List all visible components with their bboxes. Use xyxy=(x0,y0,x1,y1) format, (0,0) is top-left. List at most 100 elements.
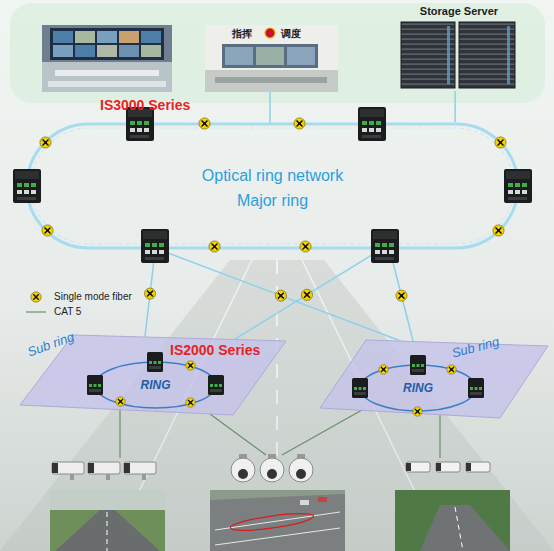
road-photo xyxy=(230,510,315,534)
node-text: Major ring xyxy=(237,192,308,210)
node-text: Storage Server xyxy=(420,5,498,17)
is2000-switch xyxy=(147,352,163,372)
storage-rack xyxy=(459,22,515,88)
legend-sample xyxy=(24,305,48,319)
video-wall-photo xyxy=(48,81,166,87)
video-wall-photo xyxy=(119,31,139,43)
dome-camera xyxy=(289,458,313,482)
bullet-camera xyxy=(466,462,490,472)
road-photo xyxy=(420,505,510,551)
is2000-switch xyxy=(410,355,426,375)
ring-loop: RING xyxy=(93,360,218,410)
fiber-marker xyxy=(116,397,125,406)
road-photo xyxy=(50,490,165,551)
cat5-wire xyxy=(120,410,440,458)
fiber-marker xyxy=(300,241,311,252)
node-text: RING xyxy=(141,378,171,392)
fiber-marker xyxy=(493,225,504,236)
fiber-link xyxy=(234,250,380,340)
road-photo xyxy=(215,512,340,545)
storage-rack xyxy=(401,22,455,88)
fiber-link xyxy=(160,250,401,341)
storage-rack xyxy=(401,22,515,88)
bullet-camera xyxy=(406,463,411,471)
dome-camera xyxy=(238,469,248,479)
video-wall-photo xyxy=(53,45,73,57)
edge-group xyxy=(144,91,455,341)
bullet-camera xyxy=(436,463,441,471)
cat5-wire xyxy=(119,410,120,458)
sub-ring-plane-outline xyxy=(318,338,550,420)
sub-ring-plane: Sub ringRING xyxy=(318,338,550,420)
fiber-marker xyxy=(186,361,195,370)
dome-camera xyxy=(239,454,247,459)
sign-text: 调度 xyxy=(281,27,301,41)
bullet-camera xyxy=(124,462,156,474)
road-backdrop xyxy=(0,260,554,551)
ring-loop-line xyxy=(360,365,476,411)
edge-wrap xyxy=(455,91,456,122)
ring-loop-line xyxy=(95,362,216,408)
fiber-marker xyxy=(301,289,312,300)
dome-camera xyxy=(231,458,255,482)
fiber-marker xyxy=(495,137,506,148)
ring-fiber xyxy=(27,124,518,248)
dome-camera xyxy=(268,454,276,459)
video-wall-photo xyxy=(75,31,95,43)
major-ring-outline xyxy=(25,122,520,250)
road-backdrop xyxy=(276,260,278,551)
legend: Single mode fiberCAT 5 xyxy=(24,289,132,319)
storage-rack xyxy=(447,26,450,84)
bullet-camera xyxy=(52,462,84,474)
fiber-symbol xyxy=(31,291,41,301)
fiber-marker xyxy=(40,118,506,252)
is3000-switch xyxy=(358,107,386,141)
is3000-switch xyxy=(13,107,532,263)
video-wall-photo xyxy=(119,45,139,57)
fiber-marker xyxy=(275,290,286,301)
storage-rack xyxy=(507,26,510,84)
dispatch-hall-photo xyxy=(205,25,338,92)
control-panel-glow xyxy=(10,3,545,103)
is2000-switch xyxy=(87,352,484,398)
road-photo xyxy=(210,494,345,551)
ring-loop: RING xyxy=(358,363,478,413)
video-wall-photo xyxy=(97,45,117,57)
is2000-switch xyxy=(87,375,103,395)
dome-camera xyxy=(296,469,306,479)
road-backdrop xyxy=(0,260,554,551)
fiber-link xyxy=(454,91,456,122)
dispatch-hall-photo xyxy=(225,47,253,65)
video-wall-photo xyxy=(75,45,95,57)
node-text: RING xyxy=(403,381,433,395)
legend-sample xyxy=(24,290,48,304)
road-photo xyxy=(395,490,510,551)
legend-row: Single mode fiber xyxy=(24,289,132,304)
fiber-link xyxy=(390,250,413,341)
fiber-marker xyxy=(186,398,195,407)
fiber-marker xyxy=(199,118,210,129)
road-photo xyxy=(318,497,327,502)
video-wall-photo xyxy=(141,31,161,43)
fiber-marker xyxy=(42,225,53,236)
fiber-marker xyxy=(379,365,388,374)
is2000-switch xyxy=(468,378,484,398)
road-photo xyxy=(107,512,108,551)
road-photo xyxy=(300,500,309,505)
road-photo xyxy=(210,490,345,551)
legend-text: Single mode fiber xyxy=(54,291,132,302)
bullet-camera xyxy=(406,462,490,472)
fiber-marker xyxy=(40,137,51,148)
dispatch-hall-photo xyxy=(287,47,315,65)
legend-text: CAT 5 xyxy=(54,306,81,317)
edge-wrap xyxy=(144,250,155,337)
dispatch-hall-photo xyxy=(205,25,338,92)
video-wall-photo xyxy=(42,62,172,92)
road-photo xyxy=(210,490,345,551)
dispatch-hall-photo xyxy=(215,77,327,83)
dome-camera xyxy=(260,458,284,482)
edge-wrap xyxy=(390,250,413,341)
node-text: Optical ring network xyxy=(202,167,343,185)
